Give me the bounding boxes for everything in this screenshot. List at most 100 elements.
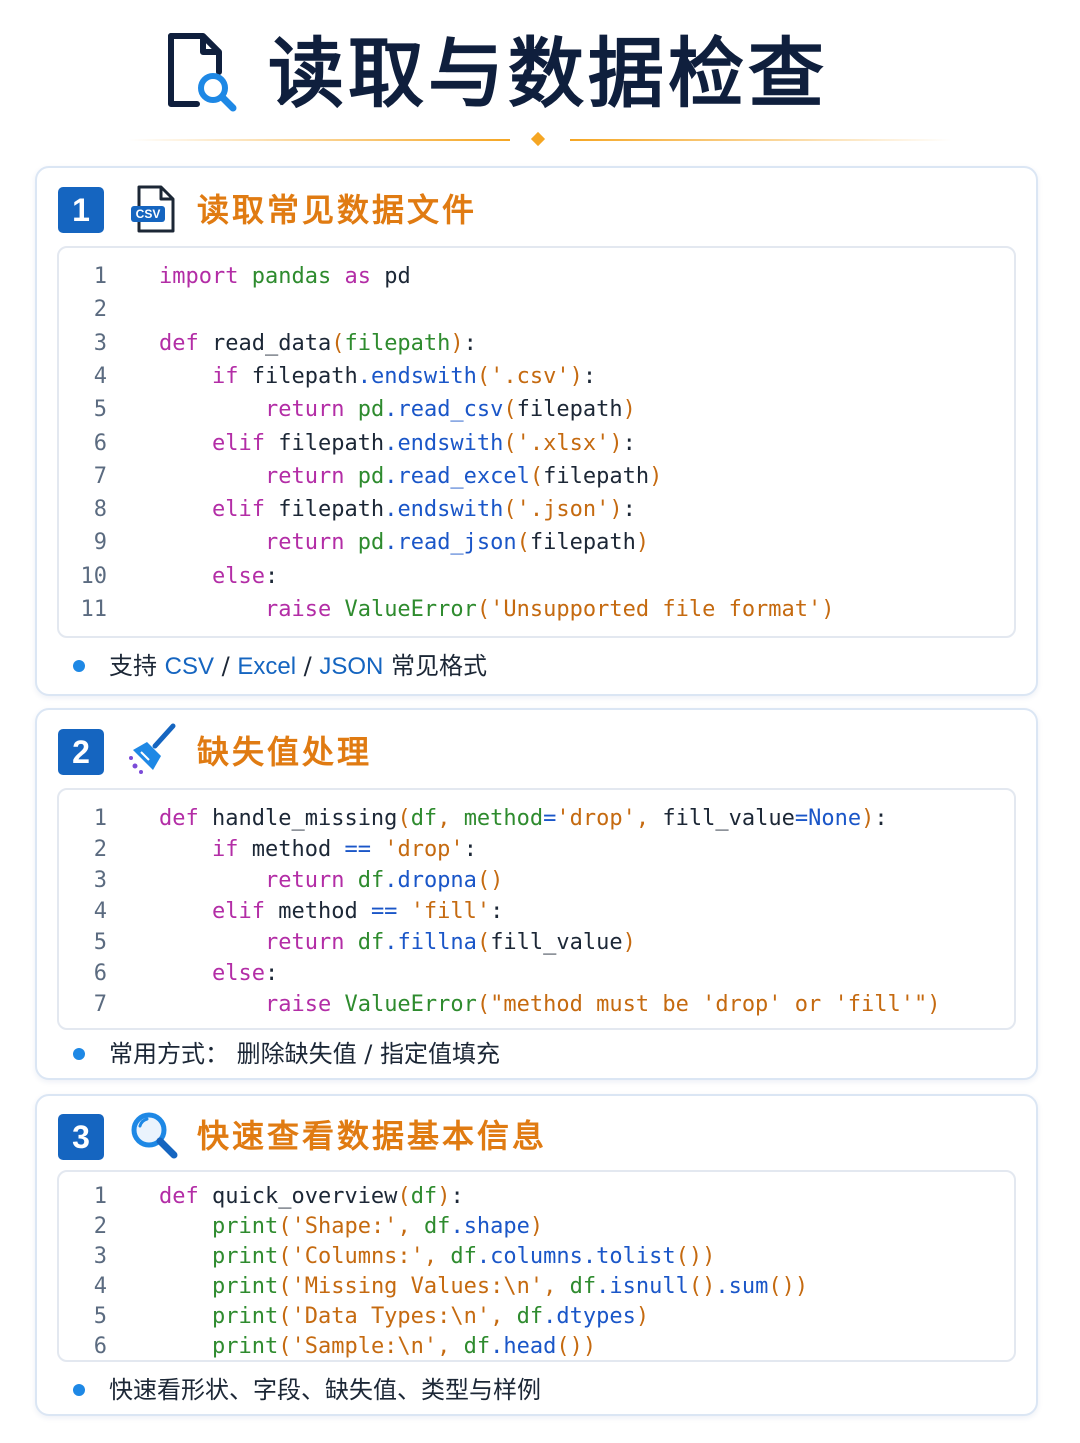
code-text: def quick_overview(df):	[159, 1182, 464, 1212]
line-number: 3	[93, 1244, 107, 1269]
code-token: )	[609, 430, 623, 456]
code-text: raise ValueError("method must be 'drop' …	[159, 990, 941, 1020]
line-number: 6	[93, 961, 107, 986]
code-token: .	[476, 1244, 491, 1269]
code-line: 6 elif filepath.endswith('.xlsx'):	[59, 429, 1014, 459]
line-number: 2	[93, 1214, 107, 1239]
code-token	[331, 264, 344, 289]
code-token: ())	[556, 1334, 597, 1359]
code-text: print('Data Types:\n', df.dtypes)	[159, 1302, 649, 1332]
code-token: shape	[463, 1214, 530, 1239]
code-token: read_excel	[397, 463, 530, 489]
line-number: 6	[93, 430, 107, 456]
code-token	[159, 992, 265, 1017]
section-number-badge: 3	[58, 1114, 104, 1160]
code-token: ==	[344, 837, 371, 862]
code-token: fill_value	[490, 930, 623, 955]
note-token: CSV	[164, 653, 214, 680]
code-token: )	[450, 330, 464, 356]
code-text: return pd.read_csv(filepath)	[159, 395, 636, 425]
code-line: 10 else:	[59, 562, 1014, 592]
code-token: :	[582, 363, 597, 389]
code-token: filepath	[264, 497, 385, 523]
code-token: ())	[768, 1274, 809, 1299]
line-number: 5	[93, 930, 107, 955]
code-token: ()	[476, 868, 504, 893]
code-token: dtypes	[556, 1304, 636, 1329]
code-token: .	[384, 497, 398, 523]
code-token: isnull	[609, 1274, 689, 1299]
line-number: 2	[93, 297, 107, 323]
line-number: 1	[93, 806, 107, 831]
note-token: JSON	[319, 653, 384, 680]
code-token: )	[635, 1304, 650, 1329]
code-token: ,	[423, 1244, 451, 1269]
code-token: :	[622, 497, 636, 523]
note-token: 快速看形状、字段、缺失值、类型与样例	[109, 1376, 541, 1404]
code-token: pd	[357, 463, 385, 489]
code-token: df	[516, 1304, 544, 1329]
code-token: import	[159, 264, 239, 289]
code-token: )	[649, 463, 663, 489]
code-token: filepath	[516, 397, 623, 423]
page-header: 读取与数据检查	[0, 0, 1080, 160]
code-token: (	[278, 1244, 292, 1269]
code-token: pd	[357, 397, 385, 423]
code-token: df	[450, 1244, 477, 1269]
code-line: 2	[59, 295, 1014, 325]
code-line: 2 print('Shape:', df.shape)	[59, 1212, 1014, 1242]
code-token	[159, 431, 212, 456]
code-token: )	[821, 597, 835, 622]
code-token: :	[874, 806, 888, 831]
code-token: (	[503, 430, 517, 456]
code-token	[344, 868, 357, 893]
code-token: :	[450, 1184, 464, 1209]
bullet-dot-icon	[73, 1048, 85, 1060]
code-token: return	[264, 868, 345, 893]
code-token: (	[278, 1304, 292, 1329]
code-token: df	[410, 1184, 438, 1209]
code-token	[159, 868, 265, 893]
code-token: :	[622, 430, 636, 456]
code-line: 9 return pd.read_json(filepath)	[59, 528, 1014, 558]
code-token: )	[609, 497, 623, 523]
code-token: (	[516, 530, 530, 556]
code-text: return df.fillna(fill_value)	[159, 928, 636, 958]
note-text: 常用方式： 删除缺失值 / 指定值填充	[109, 1034, 500, 1074]
line-number: 6	[93, 1334, 107, 1359]
code-token: )	[927, 992, 941, 1017]
line-number: 5	[93, 1304, 107, 1329]
line-number: 2	[93, 837, 107, 862]
code-token: ValueError	[344, 992, 477, 1017]
code-token: 'Shape:'	[291, 1214, 398, 1239]
code-line: 11 raise ValueError('Unsupported file fo…	[59, 595, 1014, 625]
code-text: raise ValueError('Unsupported file forma…	[159, 595, 835, 625]
code-line: 4 print('Missing Values:\n', df.isnull()…	[59, 1272, 1014, 1302]
code-token	[159, 597, 265, 622]
code-text: else:	[159, 959, 278, 989]
code-token: :	[463, 330, 477, 356]
code-token: (	[503, 397, 517, 423]
code-token: def	[159, 330, 199, 356]
code-token: filepath	[264, 430, 385, 456]
code-text: print('Sample:\n', df.head())	[159, 1332, 596, 1362]
code-token: (	[397, 1184, 411, 1209]
code-token: 'fill'	[410, 899, 491, 924]
code-token: (	[476, 363, 491, 389]
code-token: method	[264, 899, 371, 924]
code-token: print	[211, 1304, 279, 1329]
code-token: .	[384, 930, 398, 955]
note-text: 支持 CSV / Excel / JSON 常见格式	[109, 646, 487, 687]
code-token: 'Columns:'	[291, 1244, 424, 1269]
line-number: 3	[93, 868, 107, 893]
code-token: 'Missing Values:\n'	[291, 1274, 544, 1299]
code-text: return pd.read_excel(filepath)	[159, 462, 662, 492]
code-text: def read_data(filepath):	[159, 329, 477, 359]
code-token	[159, 837, 212, 862]
code-text: print('Columns:', df.columns.tolist())	[159, 1242, 715, 1272]
